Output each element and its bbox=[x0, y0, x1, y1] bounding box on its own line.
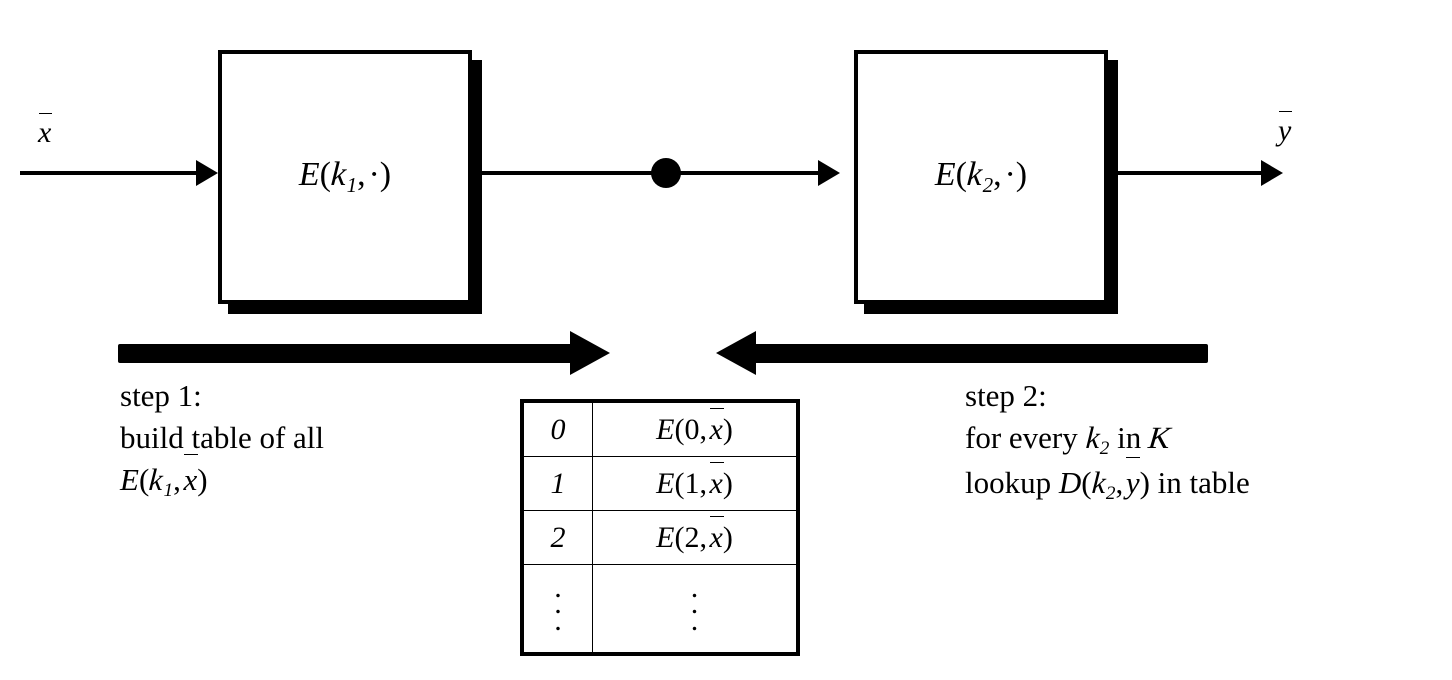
table-cell-key: 0 bbox=[524, 403, 593, 457]
lookup-table[interactable]: 0 E(0, x) 1 E(1, x) 2 E(2, x) ... ... bbox=[520, 399, 800, 656]
step-2-heading: step 2: bbox=[965, 378, 1047, 413]
midpoint-dot-icon bbox=[651, 158, 681, 188]
step-1-body-line-2: E(k1, x) bbox=[120, 454, 324, 504]
step-1-caption: step 1: build table of all E(k1, x) bbox=[120, 375, 324, 504]
input-label-xbar: x bbox=[38, 113, 53, 149]
cipher-box-encrypt-k2[interactable]: E(k2, ·) bbox=[854, 50, 1108, 304]
step-2-arrow bbox=[716, 331, 1208, 375]
output-arrowhead-icon bbox=[1261, 160, 1283, 186]
output-label-ybar: y bbox=[1278, 111, 1293, 147]
table-cell-key: 1 bbox=[524, 455, 593, 511]
middle-arrowhead-icon bbox=[818, 160, 840, 186]
step-2-body-line-1: for every k2 in K bbox=[965, 420, 1172, 459]
cipher-box-encrypt-k1-label: E(k1, ·) bbox=[298, 156, 392, 197]
table-cell-value: E(2, x) bbox=[592, 509, 796, 565]
step-2-line1-pre: for every bbox=[965, 420, 1086, 456]
table-cell-value-ellipsis: ... bbox=[592, 563, 796, 652]
output-wire bbox=[1108, 171, 1263, 175]
table-row[interactable]: 2 E(2, x) bbox=[524, 509, 796, 565]
step-1-arrow-shaft bbox=[118, 344, 573, 363]
step-1-arrow bbox=[118, 331, 610, 375]
table-cell-value: E(1, x) bbox=[592, 455, 796, 511]
step-1-arrowhead-icon bbox=[570, 331, 610, 375]
table-cell-value: E(0, x) bbox=[592, 403, 796, 457]
step-2-caption: step 2: for every k2 in K lookup D(k2, y… bbox=[965, 375, 1250, 507]
step-2-line2-post: in table bbox=[1149, 465, 1250, 501]
step-2-line1-mid: in bbox=[1109, 420, 1149, 456]
input-wire bbox=[20, 171, 205, 175]
step-2-body-line-2: lookup D(k2, y) in table bbox=[965, 457, 1250, 507]
step-2-arrowhead-icon bbox=[716, 331, 756, 375]
middle-wire-left bbox=[472, 171, 668, 175]
step-2-arrow-shaft bbox=[753, 344, 1208, 363]
middle-wire-right bbox=[678, 171, 825, 175]
cipher-box-encrypt-k2-label: E(k2, ·) bbox=[934, 156, 1028, 197]
cipher-box-encrypt-k1[interactable]: E(k1, ·) bbox=[218, 50, 472, 304]
table-cell-key-ellipsis: ... bbox=[524, 563, 593, 652]
step-1-heading: step 1: bbox=[120, 378, 202, 413]
input-arrowhead-icon bbox=[196, 160, 218, 186]
table-row[interactable]: ... ... bbox=[524, 563, 796, 652]
table-row[interactable]: 1 E(1, x) bbox=[524, 455, 796, 511]
step-1-body-line-1: build table of all bbox=[120, 420, 325, 456]
table-cell-key: 2 bbox=[524, 509, 593, 565]
lookup-table-grid: 0 E(0, x) 1 E(1, x) 2 E(2, x) ... ... bbox=[524, 403, 796, 652]
step-2-line2-pre: lookup bbox=[965, 465, 1059, 501]
table-row[interactable]: 0 E(0, x) bbox=[524, 403, 796, 457]
